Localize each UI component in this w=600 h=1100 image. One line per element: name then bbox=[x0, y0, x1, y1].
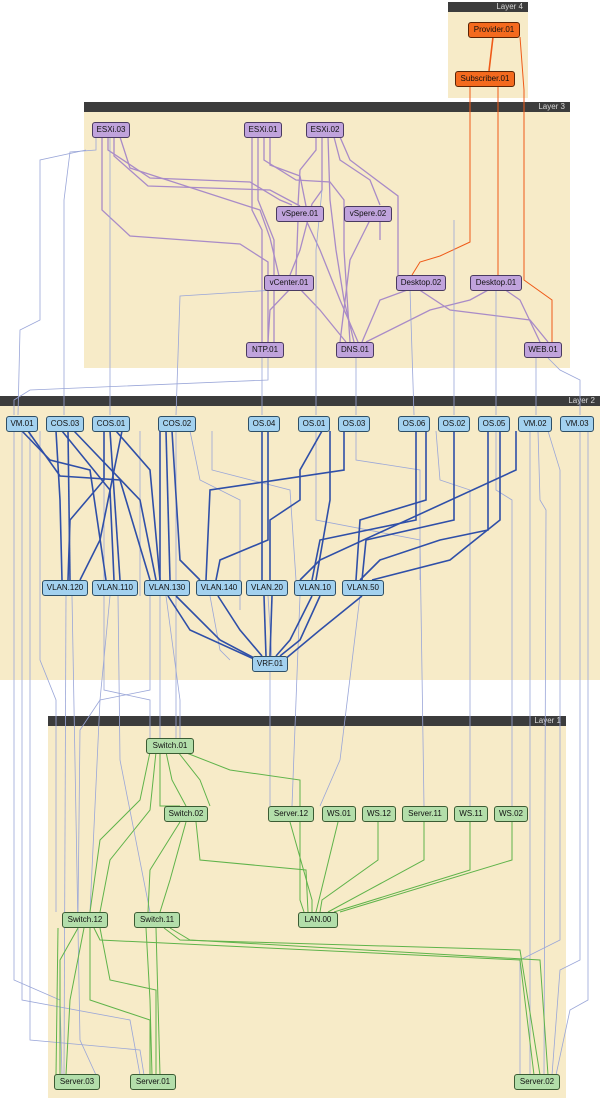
node-vlan-50[interactable]: VLAN.50 bbox=[342, 580, 384, 596]
node-ntp-01[interactable]: NTP.01 bbox=[246, 342, 284, 358]
node-vlan-110[interactable]: VLAN.110 bbox=[92, 580, 138, 596]
node-vlan-130[interactable]: VLAN.130 bbox=[144, 580, 190, 596]
node-cos-01[interactable]: COS.01 bbox=[92, 416, 130, 432]
node-server-03[interactable]: Server.03 bbox=[54, 1074, 100, 1090]
layer-4-title: Layer 4 bbox=[496, 2, 523, 11]
layer-3-title: Layer 3 bbox=[538, 102, 565, 111]
node-server-12[interactable]: Server.12 bbox=[268, 806, 314, 822]
node-vlan-10[interactable]: VLAN.10 bbox=[294, 580, 336, 596]
node-vm-03[interactable]: VM.03 bbox=[560, 416, 594, 432]
node-ws-11[interactable]: WS.11 bbox=[454, 806, 488, 822]
layer-1-header: Layer 1 bbox=[48, 716, 566, 726]
layer-3-panel: Layer 3 bbox=[84, 102, 570, 368]
node-subscriber-01[interactable]: Subscriber.01 bbox=[455, 71, 515, 87]
node-web-01[interactable]: WEB.01 bbox=[524, 342, 562, 358]
layer-3-header: Layer 3 bbox=[84, 102, 570, 112]
layer-4-header: Layer 4 bbox=[448, 2, 528, 12]
node-os-04[interactable]: OS.04 bbox=[248, 416, 280, 432]
node-esxi-02[interactable]: ESXi.02 bbox=[306, 122, 344, 138]
layer-2-header: Layer 2 bbox=[0, 396, 600, 406]
node-vcenter-01[interactable]: vCenter.01 bbox=[264, 275, 314, 291]
layer-1-panel: Layer 1 bbox=[48, 716, 566, 1098]
node-esxi-03[interactable]: ESXi.03 bbox=[92, 122, 130, 138]
node-switch-11[interactable]: Switch.11 bbox=[134, 912, 180, 928]
node-cos-03[interactable]: COS.03 bbox=[46, 416, 84, 432]
node-vm-01[interactable]: VM.01 bbox=[6, 416, 38, 432]
node-switch-12[interactable]: Switch.12 bbox=[62, 912, 108, 928]
node-cos-02[interactable]: COS.02 bbox=[158, 416, 196, 432]
node-os-06[interactable]: OS.06 bbox=[398, 416, 430, 432]
node-desktop-02[interactable]: Desktop.02 bbox=[396, 275, 446, 291]
node-provider-01[interactable]: Provider.01 bbox=[468, 22, 520, 38]
node-server-02[interactable]: Server.02 bbox=[514, 1074, 560, 1090]
node-server-01[interactable]: Server.01 bbox=[130, 1074, 176, 1090]
layer-2-panel: Layer 2 bbox=[0, 396, 600, 680]
node-os-02[interactable]: OS.02 bbox=[438, 416, 470, 432]
node-ws-01[interactable]: WS.01 bbox=[322, 806, 356, 822]
node-vm-02[interactable]: VM.02 bbox=[518, 416, 552, 432]
node-vspere-02[interactable]: vSpere.02 bbox=[344, 206, 392, 222]
node-os-05[interactable]: OS.05 bbox=[478, 416, 510, 432]
node-switch-02[interactable]: Switch.02 bbox=[164, 806, 208, 822]
node-lan-00[interactable]: LAN.00 bbox=[298, 912, 338, 928]
node-vlan-20[interactable]: VLAN.20 bbox=[246, 580, 288, 596]
node-switch-01[interactable]: Switch.01 bbox=[146, 738, 194, 754]
node-server-11[interactable]: Server.11 bbox=[402, 806, 448, 822]
node-esxi-01[interactable]: ESXi.01 bbox=[244, 122, 282, 138]
node-os-01[interactable]: OS.01 bbox=[298, 416, 330, 432]
node-desktop-01[interactable]: Desktop.01 bbox=[470, 275, 522, 291]
node-vspere-01[interactable]: vSpere.01 bbox=[276, 206, 324, 222]
layer-1-title: Layer 1 bbox=[534, 716, 561, 725]
node-ws-12[interactable]: WS.12 bbox=[362, 806, 396, 822]
node-vrf-01[interactable]: VRF.01 bbox=[252, 656, 288, 672]
node-dns-01[interactable]: DNS.01 bbox=[336, 342, 374, 358]
layer-2-title: Layer 2 bbox=[568, 396, 595, 405]
node-os-03[interactable]: OS.03 bbox=[338, 416, 370, 432]
node-vlan-140[interactable]: VLAN.140 bbox=[196, 580, 242, 596]
node-ws-02[interactable]: WS.02 bbox=[494, 806, 528, 822]
node-vlan-120[interactable]: VLAN.120 bbox=[42, 580, 88, 596]
